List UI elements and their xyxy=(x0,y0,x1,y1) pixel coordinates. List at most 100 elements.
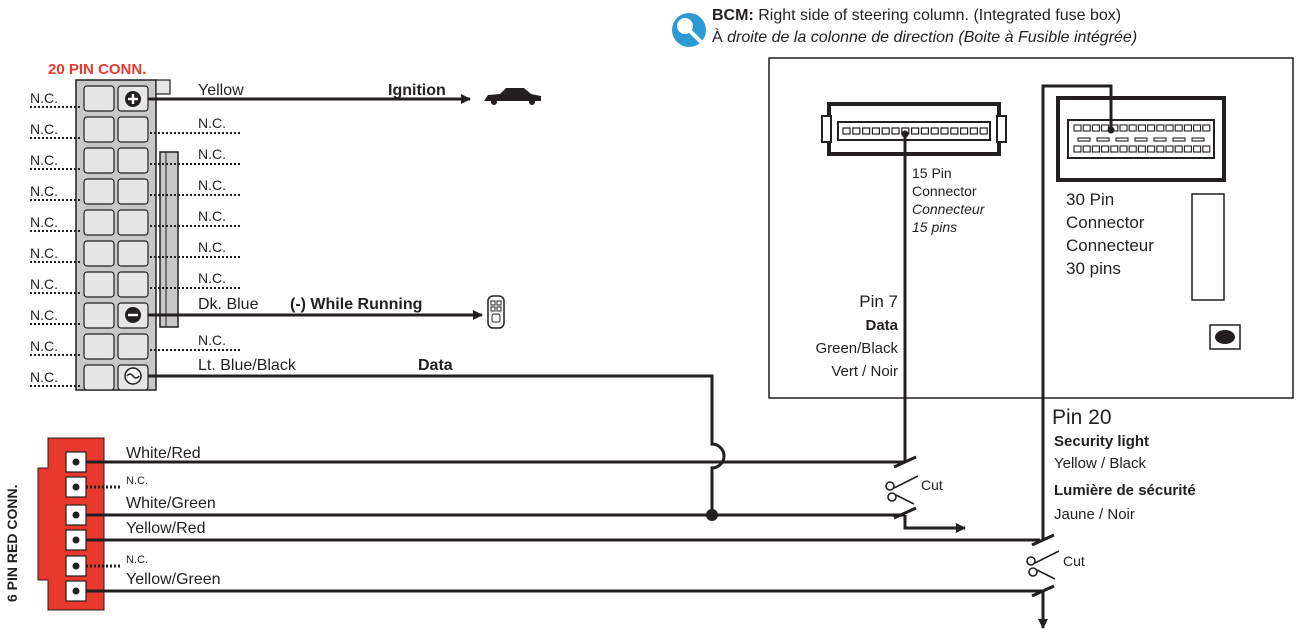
nc-label-left: N.C. xyxy=(30,276,58,292)
pin30-slot xyxy=(1156,145,1165,153)
connector-15-pin xyxy=(821,102,1007,156)
nc-label-right: N.C. xyxy=(198,239,226,255)
pin15-slot xyxy=(959,127,969,135)
nc-label-left: N.C. xyxy=(30,245,58,261)
nc6-b: N.C. xyxy=(126,554,148,566)
bcm-note-fr: À droite de la colonne de direction (Boi… xyxy=(712,27,1137,46)
pin30-l4: 30 pins xyxy=(1066,259,1121,278)
pin30-slot xyxy=(1110,145,1119,153)
wire-yellow-red-label: Yellow/Red xyxy=(126,520,205,537)
pin30-key xyxy=(1191,137,1205,142)
conn20-cell xyxy=(117,333,149,360)
pin30-l2: Connector xyxy=(1066,213,1145,232)
pin20-sec-en: Security light xyxy=(1054,433,1149,450)
conn20-cell xyxy=(117,147,149,174)
pin30-slot xyxy=(1119,145,1128,153)
cut-mark-b xyxy=(893,506,917,520)
pin30-slot xyxy=(1128,145,1137,153)
nc-label-right: N.C. xyxy=(198,115,226,131)
nc-label-left: N.C. xyxy=(30,369,58,385)
pin15-slot xyxy=(852,127,861,135)
pin7-data: Data xyxy=(865,317,898,334)
cut-mark-a xyxy=(893,455,917,469)
pin30-slot xyxy=(1137,124,1146,132)
pin15-l2: Connector xyxy=(912,183,977,199)
connector-6-pin xyxy=(37,437,105,611)
pin30-slot xyxy=(1147,124,1156,132)
conn20-cell xyxy=(117,178,149,205)
conn20-cell xyxy=(83,116,115,143)
ignition-label: Ignition xyxy=(388,82,446,99)
pin30-key xyxy=(1134,137,1148,142)
cut-label-a: Cut xyxy=(921,477,943,493)
conn6-title: 6 PIN RED CONN. xyxy=(4,485,20,602)
cut-label-b: Cut xyxy=(1063,553,1085,569)
wire-lt-blue-black xyxy=(148,374,726,515)
pin15-l4: 15 pins xyxy=(912,219,957,235)
conn20-cell xyxy=(117,271,149,298)
nc-label-left: N.C. xyxy=(30,121,58,137)
nc-label-left: N.C. xyxy=(30,152,58,168)
car-icon xyxy=(484,88,541,105)
pin15-slot xyxy=(871,127,881,135)
pin15-slot xyxy=(920,127,930,135)
pin15-slot xyxy=(910,127,920,135)
nc-label-left: N.C. xyxy=(30,338,58,354)
pin15-l3: Connecteur xyxy=(912,201,986,217)
conn20-cell xyxy=(117,116,149,143)
pin15-slot xyxy=(969,127,979,135)
pin30-slot xyxy=(1147,145,1156,153)
pin15-slot xyxy=(930,127,939,135)
tilde-icon xyxy=(124,367,142,385)
pin15-slot xyxy=(940,127,949,135)
bcm-note-en-text: Right side of steering column. (Integrat… xyxy=(758,7,1121,24)
conn20-cell xyxy=(83,178,115,205)
wire-dkblue-label: Dk. Blue xyxy=(198,296,259,313)
nc-label-right: N.C. xyxy=(198,177,226,193)
pin30-slot xyxy=(1193,145,1202,153)
pin15-slot xyxy=(881,127,890,135)
wire-yellow-green-label: Yellow/Green xyxy=(126,571,221,588)
pin15-slot xyxy=(891,127,900,135)
conn20-cell xyxy=(83,240,115,267)
wire-pin7-out xyxy=(903,515,966,533)
conn20-title: 20 PIN CONN. xyxy=(48,61,146,78)
pin15-slot xyxy=(861,127,871,135)
pin30-slot xyxy=(1091,124,1100,132)
pin30-slot xyxy=(1183,124,1192,132)
nc-label-right: N.C. xyxy=(198,332,226,348)
fuse-slot xyxy=(1191,193,1225,301)
wire-ltblue-label: Lt. Blue/Black xyxy=(198,357,297,374)
pin20-sec-fr: Lumière de sécurité xyxy=(1054,482,1196,499)
pin30-slot xyxy=(1202,124,1211,132)
pin30-slot xyxy=(1193,124,1202,132)
pin30-slot xyxy=(1082,124,1091,132)
pin20-label: Pin 20 xyxy=(1052,406,1112,429)
data-label: Data xyxy=(418,357,453,374)
wire-yellow-label: Yellow xyxy=(198,82,244,99)
conn20-cell xyxy=(83,147,115,174)
pin30-slot xyxy=(1128,124,1137,132)
connector-20-pin xyxy=(75,79,179,391)
minus-icon xyxy=(125,307,141,323)
nc-label-left: N.C. xyxy=(30,307,58,323)
pin20-color-en: Yellow / Black xyxy=(1054,455,1146,472)
pin30-key xyxy=(1153,137,1167,142)
while-running-label: (-) While Running xyxy=(290,296,422,313)
pin30-key xyxy=(1077,137,1091,142)
pin15-slot xyxy=(950,127,959,135)
wire-white-green-label: White/Green xyxy=(126,495,216,512)
nc-label-left: N.C. xyxy=(30,90,58,106)
conn20-cell xyxy=(83,364,115,391)
bcm-note-fr-text: droite de la colonne de direction (Boite… xyxy=(727,29,1137,46)
scissors-icon xyxy=(885,475,919,505)
cut-mark-c xyxy=(1031,533,1055,547)
bcm-note-fr-prefix: À xyxy=(712,27,723,46)
pin30-slot xyxy=(1165,145,1174,153)
pin30-slot xyxy=(1183,145,1192,153)
pin30-key xyxy=(1115,137,1129,142)
pin30-slot xyxy=(1101,145,1110,153)
conn20-cell xyxy=(117,240,149,267)
wire-white-red-label: White/Red xyxy=(126,445,201,462)
pin7-color-fr: Vert / Noir xyxy=(831,363,898,380)
